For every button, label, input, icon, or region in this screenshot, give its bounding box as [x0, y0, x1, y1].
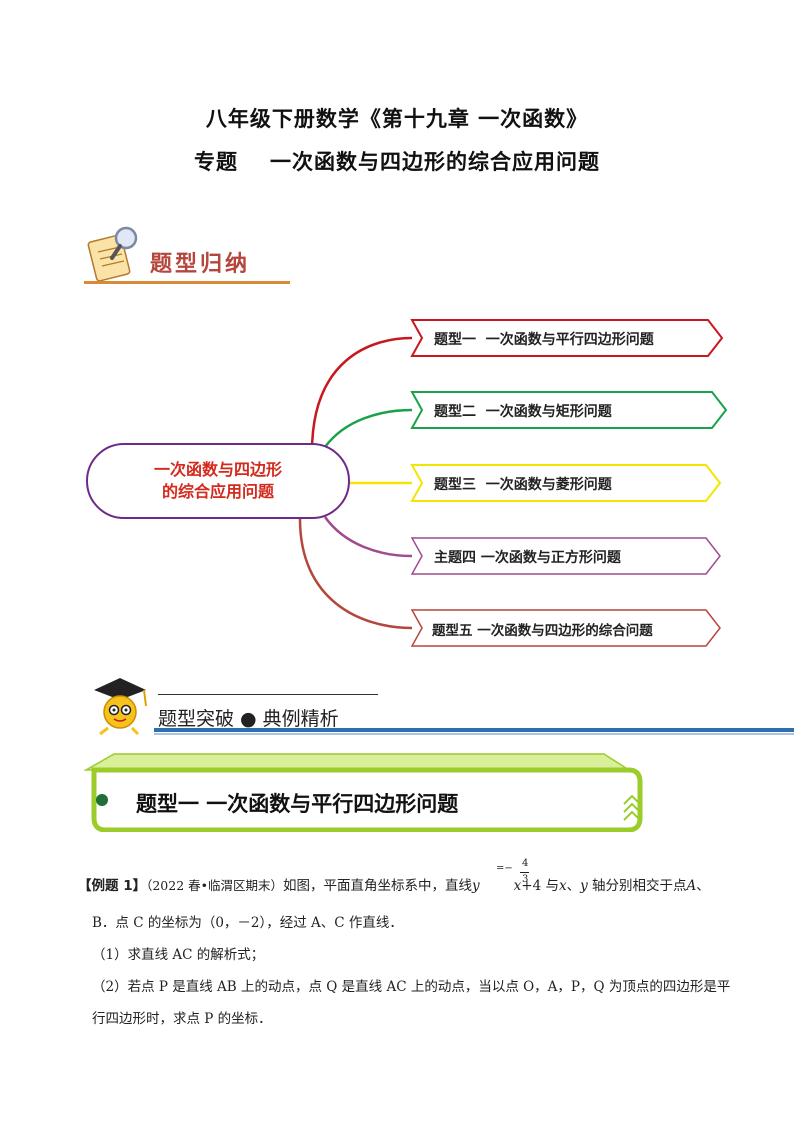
point-a: A — [686, 878, 697, 894]
mindmap-node-5: 题型五 一次函数与四边形的综合问题 — [432, 623, 653, 639]
var-y: y — [472, 878, 480, 894]
fraction-numerator: 4 — [522, 858, 529, 869]
section-summary-label: 题型归纳 — [150, 252, 251, 277]
section-header-summary: 题型归纳 — [84, 224, 290, 286]
example-text-a: 如图，平面直角坐标系中，直线 — [283, 878, 473, 894]
question-2: （2）若点 P 是直线 AB 上的动点，点 Q 是直线 AC 上的动点，当以点 … — [92, 979, 731, 995]
connector-4 — [323, 516, 413, 558]
mindmap-center-line1: 一次函数与四边形 — [153, 460, 282, 479]
section-summary-underline — [84, 281, 290, 284]
sep-2: 、 — [696, 878, 710, 894]
example-line-2: B．点 C 的坐标为（0，－2），经过 A、C 作直线． — [92, 915, 403, 931]
section-header-examples: 题型突破 ● 典例精析 — [86, 668, 794, 738]
question-1: （1）求直线 AC 的解析式； — [92, 947, 265, 963]
banner-frame — [84, 753, 643, 832]
type-banner: 题型一 一次函数与平行四边形问题 — [84, 748, 644, 832]
var-x: x — [513, 878, 522, 894]
mindmap-center-line2: 的综合应用问题 — [161, 482, 274, 501]
example-text-b: +4 与 — [521, 878, 559, 894]
subtitle-prefix: 专题 — [194, 149, 238, 174]
doc-title: 八年级下册数学《第十九章 一次函数》 — [205, 106, 589, 131]
eq-sign: =− — [496, 863, 513, 874]
fraction-denominator: 3 — [522, 874, 529, 885]
var-y2: y — [580, 878, 588, 894]
mindmap-node-2: 题型二 一次函数与矩形问题 — [434, 404, 612, 420]
node-frame-3 — [410, 464, 722, 502]
fraction-bar — [520, 872, 529, 873]
graduate-mascot-icon — [94, 678, 147, 736]
mindmap-node-1: 题型一 一次函数与平行四边形问题 — [434, 332, 654, 348]
question-2-cont: 行四边形时，求点 P 的坐标． — [92, 1011, 272, 1027]
node-frame-5 — [410, 609, 721, 647]
section-examples-band — [154, 728, 794, 732]
node-frame-2 — [410, 391, 728, 429]
mindmap-diagram — [298, 319, 728, 647]
section-examples-topline — [158, 694, 378, 695]
connector-2 — [323, 408, 413, 448]
mindmap-center: 一次函数与四边形 的综合应用问题 — [86, 443, 350, 519]
sep-1: 、 — [566, 878, 581, 894]
mindmap-node-4: 主题四 一次函数与正方形问题 — [434, 550, 621, 566]
node-frame-1 — [410, 319, 724, 357]
notepad-magnifier-icon — [87, 226, 138, 282]
section-examples-band-light — [154, 733, 794, 735]
node-frame-4 — [410, 537, 721, 575]
connector-1 — [310, 336, 413, 453]
section-examples-label: 题型突破 ● 典例精析 — [158, 708, 339, 730]
example-tag: 【例题 1】 — [78, 878, 147, 894]
subtitle-main: 一次函数与四边形的综合应用问题 — [270, 149, 600, 174]
connector-5 — [298, 518, 413, 630]
var-x2: x — [558, 878, 567, 894]
doc-subtitle: 专题 一次函数与四边形的综合应用问题 — [0, 146, 794, 176]
example-text-f: 轴分别相交于点 — [587, 878, 687, 894]
mindmap-node-3: 题型三 一次函数与菱形问题 — [434, 477, 612, 493]
example-source: （2022 春•临渭区期末） — [146, 878, 284, 893]
banner-label: 题型一 一次函数与平行四边形问题 — [136, 791, 459, 816]
